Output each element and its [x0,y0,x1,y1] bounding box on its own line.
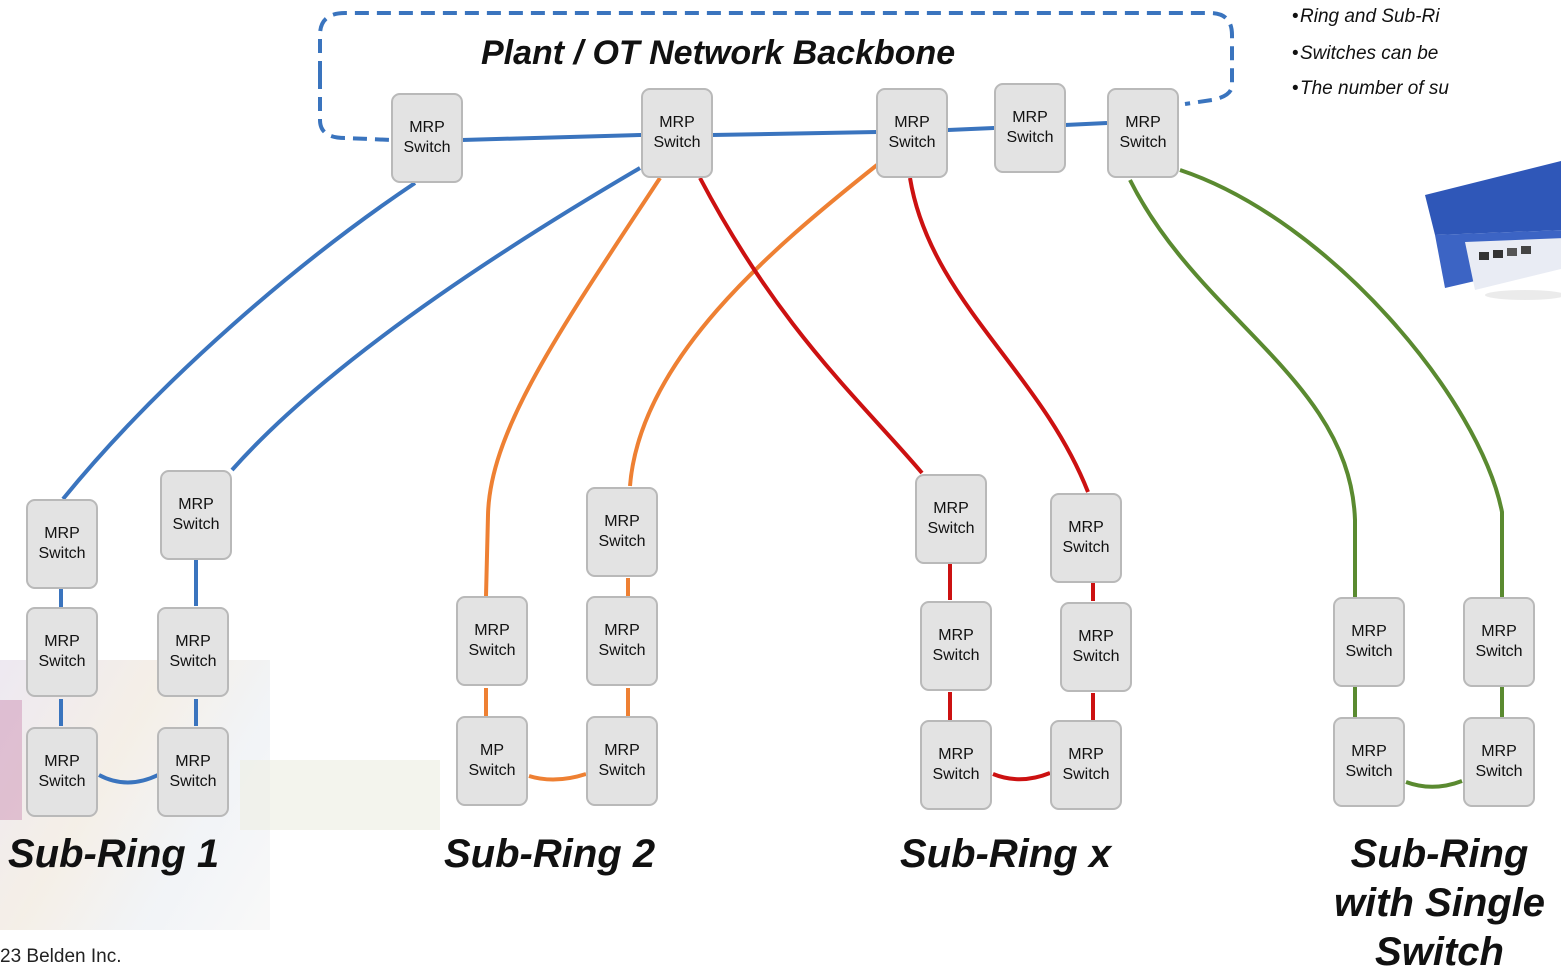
sub-ring-x-label: Sub-Ring x [900,832,1112,876]
footer-copyright: 23 Belden Inc. [0,946,122,967]
backbone-boundary [318,75,393,142]
sub-ring-single-label: Sub-Ring with Single Switch [1333,832,1546,974]
backbone-boundary [318,11,1234,106]
sub-ring-single-link [1405,779,1463,789]
note-bullet: Ring and Sub-Ri [1292,6,1439,28]
sub-ring-1-uplink [61,181,417,501]
sub-ring-x-uplink [908,177,1090,493]
industrial-switch-image [1425,161,1561,300]
background-artifact [240,760,440,830]
sub-ring-1-uplink [230,166,642,472]
sub-ring-1-link [98,773,159,785]
background-artifact [0,700,22,820]
sub-ring-2-uplink [484,176,662,597]
sub-ring-1-label: Sub-Ring 1 [8,832,220,876]
sub-ring-single-uplink [1128,179,1357,597]
note-bullet: Switches can be [1292,43,1438,65]
sub-ring-single-uplink [1179,168,1504,597]
sub-ring-2-label: Sub-Ring 2 [444,832,656,876]
sub-ring-x-link [992,771,1051,782]
note-bullet: The number of su [1292,78,1449,100]
sub-ring-2-uplink [628,163,879,487]
sub-ring-x-uplink [698,177,924,475]
diagram-title: Plant / OT Network Backbone [481,34,956,72]
sub-ring-2-link [528,772,587,782]
